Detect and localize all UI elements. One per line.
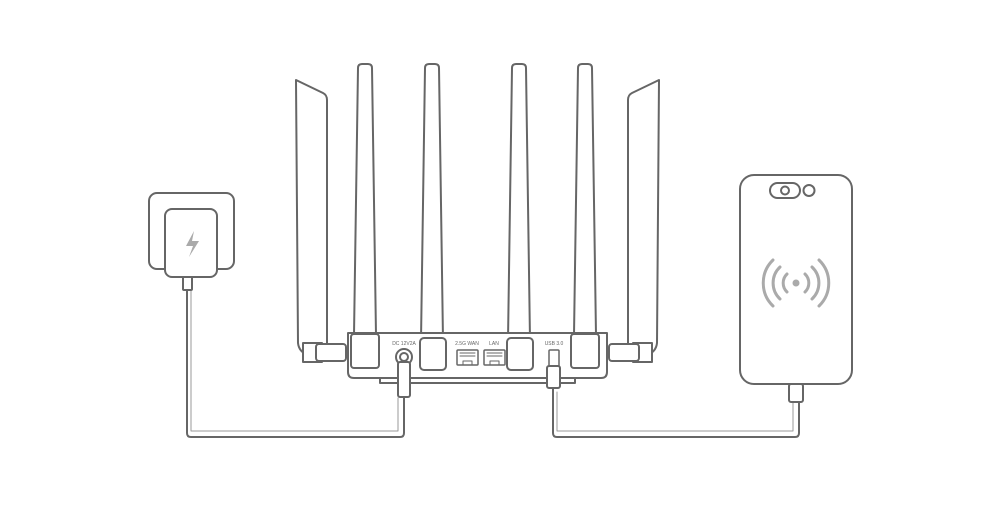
antenna-outer-right: [627, 79, 660, 356]
router-foot: [379, 377, 576, 384]
wireless-signal-icon: [761, 258, 831, 308]
usb-port-label: USB 3.0: [545, 341, 564, 347]
lan-jack: [483, 349, 506, 366]
antenna-base-center-left: [419, 337, 447, 371]
antennas: [295, 63, 660, 371]
usb-port: USB 3.0: [545, 341, 564, 369]
power-cable: [186, 277, 405, 438]
side-hinge-right: [608, 343, 640, 362]
usb-cable-inner: [556, 391, 794, 432]
lightning-bolt-icon: [186, 231, 199, 257]
lan-port-label: LAN: [489, 341, 499, 347]
antenna-inner-left: [353, 63, 377, 336]
usb-cable: [552, 387, 800, 438]
wan-port: 2.5G WAN: [455, 341, 479, 366]
adapter-plug: [182, 276, 193, 291]
wan-port-label: 2.5G WAN: [455, 341, 479, 347]
wan-jack-detail: [459, 352, 476, 366]
power-cable-inner: [190, 281, 399, 432]
usb-plug: [546, 365, 561, 389]
power-adapter: [148, 192, 235, 291]
dc-plug: [397, 361, 411, 398]
antenna-center-right: [507, 63, 531, 341]
phone-sensor: [802, 184, 816, 197]
phone-connector: [788, 383, 804, 403]
router: DC 12V2A 2.5G WAN LAN USB 3.0: [315, 332, 640, 398]
lan-port: LAN: [483, 341, 506, 366]
dc-port-label: DC 12V2A: [392, 341, 416, 347]
antenna-base-center-right: [506, 337, 534, 371]
cables: [186, 277, 800, 438]
antenna-base-left: [350, 333, 380, 369]
lan-jack-detail: [486, 352, 503, 366]
phone-camera-lens: [780, 185, 790, 196]
dc-jack-core: [399, 352, 409, 362]
wan-jack: [456, 349, 479, 366]
antenna-base-right: [570, 333, 600, 369]
antenna-outer-left: [295, 79, 328, 356]
antenna-inner-right: [573, 63, 597, 336]
phone: [739, 174, 853, 403]
antenna-center-left: [420, 63, 444, 341]
side-hinge-left: [315, 343, 347, 362]
